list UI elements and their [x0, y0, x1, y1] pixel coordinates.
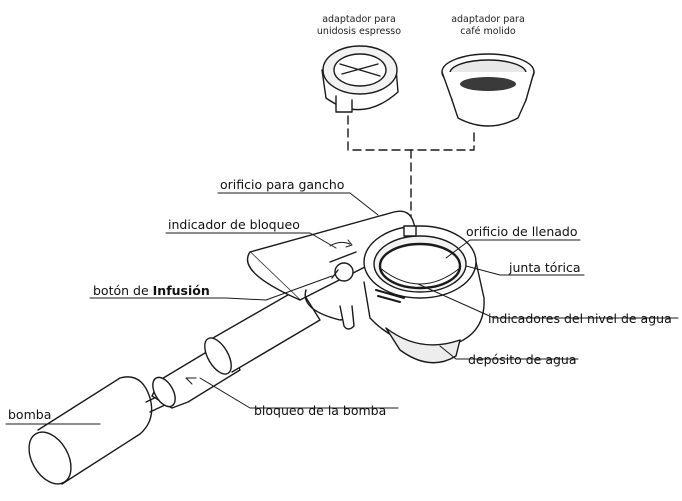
pump-label: bomba	[8, 407, 52, 422]
pump-lock-label: bloqueo de la bomba	[254, 403, 387, 418]
infusion-button-label: botón de Infusión	[93, 284, 210, 298]
infusion-button-label-prefix: botón de	[93, 283, 153, 298]
espresso-adapter-label: adaptador para unidosis espresso	[313, 14, 405, 38]
water-tank-illustration	[363, 225, 485, 364]
ground-adapter-label: adaptador para café molido	[442, 14, 534, 38]
espresso-adapter-label-line1: adaptador para	[322, 14, 396, 25]
infusion-button-label-bold: Infusión	[152, 283, 210, 298]
espresso-adapter-illustration	[321, 45, 399, 113]
hook-hole-label: orificio para gancho	[220, 177, 345, 192]
adapter-connector-lines	[347, 115, 475, 229]
water-level-label: indicadores del nivel de agua	[488, 311, 672, 326]
ground-adapter-label-line2: café molido	[460, 26, 516, 37]
water-tank-label: depósito de agua	[468, 352, 577, 367]
main-body-illustration	[151, 210, 419, 409]
leader-lines	[5, 192, 679, 425]
fill-hole-label: orificio de llenado	[466, 224, 578, 239]
lock-indicator-label: indicador de bloqueo	[168, 217, 300, 232]
o-ring-label: junta tórica	[509, 260, 581, 275]
espresso-adapter-label-line2: unidosis espresso	[316, 26, 402, 37]
ground-adapter-label-line1: adaptador para	[451, 14, 525, 25]
ground-coffee-adapter-illustration	[441, 53, 535, 127]
